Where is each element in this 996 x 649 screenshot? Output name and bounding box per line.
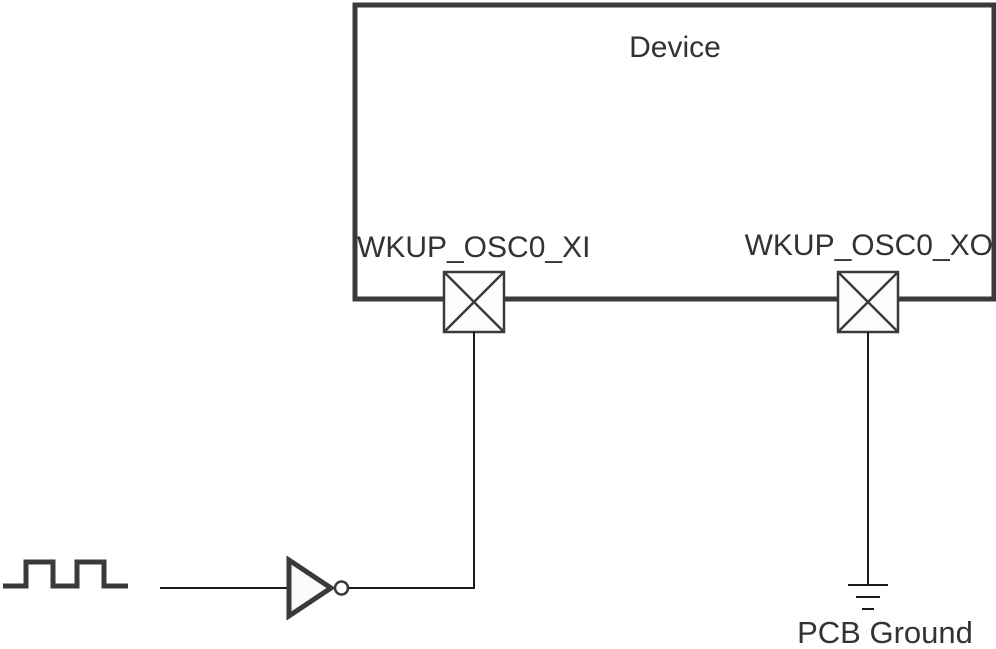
clock-source xyxy=(3,559,128,589)
inverter-gate xyxy=(286,555,350,621)
device-title: Device xyxy=(629,31,721,64)
pin-wkup-osc0-xo: WKUP_OSC0_XO xyxy=(745,229,993,334)
device-box xyxy=(352,2,996,302)
ground-symbol-icon xyxy=(848,584,888,610)
crossed-square-pin-icon xyxy=(836,270,900,334)
wire-inverter-to-xi-pin xyxy=(348,332,475,589)
crossed-square-pin-icon xyxy=(442,270,506,334)
pin-xo-label: WKUP_OSC0_XO xyxy=(745,229,993,262)
pin-xi-label: WKUP_OSC0_XI xyxy=(357,231,590,264)
pin-wkup-osc0-xi: WKUP_OSC0_XI xyxy=(357,231,590,334)
inverter-triangle-icon xyxy=(286,555,336,621)
inverter-bubble-icon xyxy=(333,580,350,596)
pcb-ground-label: PCB Ground xyxy=(797,615,973,649)
pcb-ground: PCB Ground xyxy=(797,584,973,649)
clock-waveform-icon xyxy=(3,559,128,589)
device-block: Device xyxy=(352,2,996,302)
